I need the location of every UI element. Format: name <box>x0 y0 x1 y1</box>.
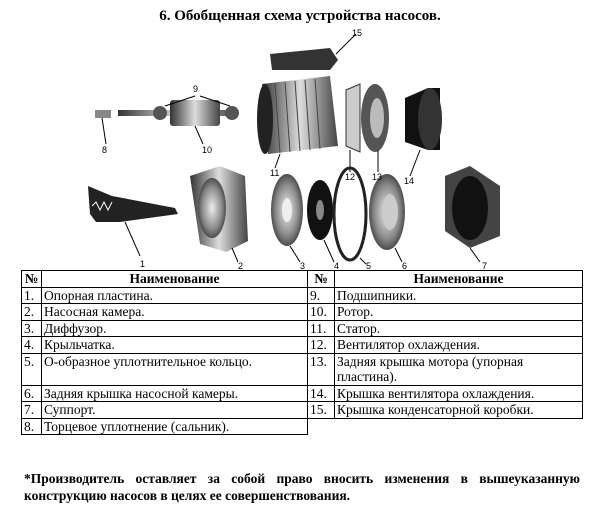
label-14: 14 <box>404 176 414 186</box>
row-name: Суппорт. <box>41 401 308 419</box>
row-number: 15. <box>307 401 335 419</box>
row-name: Торцевое уплотнение (сальник). <box>41 417 308 435</box>
row-name: Статор. <box>334 319 583 337</box>
row-name: О-образное уплотнительное кольцо. <box>41 352 308 386</box>
row-number: 4. <box>21 336 42 354</box>
row-number: 14. <box>307 384 335 402</box>
o-ring <box>332 166 368 265</box>
diffuser <box>271 174 303 263</box>
label-10: 10 <box>202 145 212 155</box>
row-name: Диффузор. <box>41 319 308 337</box>
row-number: 3. <box>21 319 42 337</box>
label-9: 9 <box>193 84 198 94</box>
row-number: 5. <box>21 352 42 386</box>
row-name: Опорная пластина. <box>41 286 308 304</box>
label-11: 11 <box>270 168 279 178</box>
table-row: 1. Опорная пластина. 9. Подшипники. <box>21 286 583 304</box>
row-number: 10. <box>307 303 335 321</box>
row-number: 2. <box>21 303 42 321</box>
table-row: 2. Насосная камера. 10. Ротор. <box>21 303 583 321</box>
motor-rear-cover <box>361 84 389 172</box>
label-7: 7 <box>482 261 487 270</box>
row-name: Крышка конденсаторной коробки. <box>334 401 583 419</box>
label-5: 5 <box>366 261 371 270</box>
row-name: Крышка вентилятора охлаждения. <box>334 384 583 402</box>
label-13: 13 <box>372 172 382 182</box>
row-number <box>308 418 335 435</box>
impeller <box>307 180 335 263</box>
row-name: Задняя крышка мотора (упорная пластина). <box>334 352 583 386</box>
rotor <box>118 95 239 145</box>
row-name <box>335 418 583 435</box>
pump-chamber <box>190 166 248 263</box>
parts-table: № Наименование № Наименование 1. Опорная… <box>21 270 583 435</box>
fan-cover <box>405 88 442 177</box>
row-name: Подшипники. <box>334 286 583 304</box>
row-number: 13. <box>307 352 335 386</box>
label-6: 6 <box>402 261 407 270</box>
header-number-2: № <box>307 270 335 288</box>
row-number: 1. <box>21 286 42 304</box>
row-name: Задняя крышка насосной камеры. <box>41 384 308 402</box>
row-number: 8. <box>21 417 42 435</box>
pump-chamber-rear-cover <box>369 174 405 263</box>
row-name: Насосная камера. <box>41 303 308 321</box>
label-12: 12 <box>345 172 355 182</box>
label-2: 2 <box>238 261 243 270</box>
label-3: 3 <box>300 261 305 270</box>
row-number: 6. <box>21 384 42 402</box>
row-number: 11. <box>307 319 335 337</box>
capacitor-box-cover <box>270 33 357 70</box>
label-4: 4 <box>334 261 339 270</box>
support <box>445 166 500 263</box>
table-row: 6. Задняя крышка насосной камеры. 14. Кр… <box>21 384 583 402</box>
row-number: 7. <box>21 401 42 419</box>
row-name: Вентилятор охлаждения. <box>334 336 583 354</box>
row-number: 12. <box>307 336 335 354</box>
label-15: 15 <box>352 28 362 38</box>
header-name-2: Наименование <box>334 270 583 288</box>
page-title: 6. Обобщенная схема устройства насосов. <box>159 8 441 24</box>
table-row: 5. О-образное уплотнительное кольцо. 13.… <box>21 352 583 386</box>
table-row: 8. Торцевое уплотнение (сальник). <box>21 417 583 435</box>
table-row: 7. Суппорт. 15. Крышка конденсаторной ко… <box>21 401 583 419</box>
mechanical-seal <box>95 110 111 145</box>
label-1: 1 <box>140 259 145 269</box>
base-plate <box>88 186 178 257</box>
manufacturer-note: *Производитель оставляет за собой право … <box>24 471 580 503</box>
row-number: 9. <box>307 286 335 304</box>
table-row: 3. Диффузор. 11. Статор. <box>21 319 583 337</box>
header-number-1: № <box>21 270 42 288</box>
table-row: 4. Крыльчатка. 12. Вентилятор охлаждения… <box>21 336 583 354</box>
cooling-fan <box>345 83 361 172</box>
table-header-row: № Наименование № Наименование <box>21 270 583 288</box>
exploded-pump-diagram: 15 9 8 10 11 12 13 14 1 2 3 4 5 6 7 <box>88 28 500 270</box>
header-name-1: Наименование <box>41 270 308 288</box>
stator <box>257 76 338 169</box>
label-8: 8 <box>102 145 107 155</box>
row-name: Ротор. <box>334 303 583 321</box>
row-name: Крыльчатка. <box>41 336 308 354</box>
